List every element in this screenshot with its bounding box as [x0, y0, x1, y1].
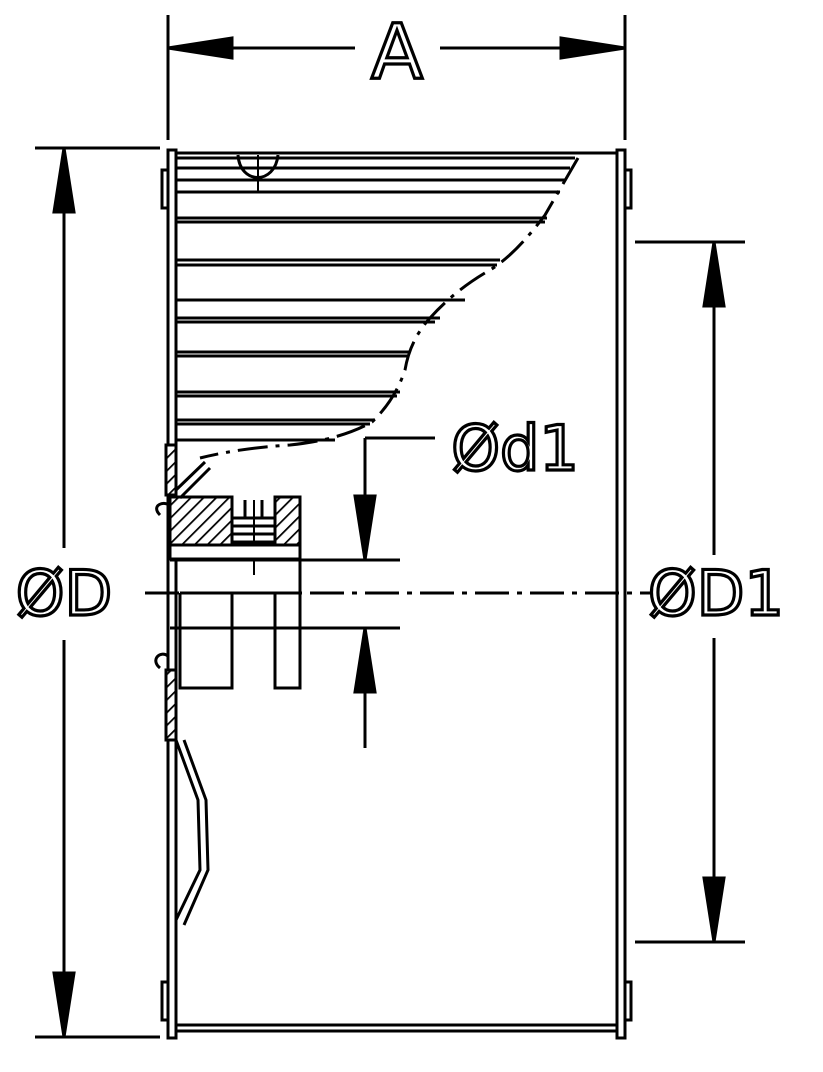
label-outer-diameter: ØD — [16, 557, 113, 630]
dimension-inlet-diameter — [635, 240, 745, 944]
backplate-profile — [174, 739, 210, 926]
dimension-bore-diameter — [300, 436, 435, 748]
hub-hatch-left — [168, 495, 234, 547]
right-ring-lip-bottom — [623, 980, 633, 1022]
fan-blades — [176, 166, 570, 442]
label-a: A — [371, 7, 423, 96]
dimension-a — [166, 15, 627, 140]
dimension-outer-diameter — [35, 146, 160, 1039]
label-bore-diameter: Ød1 — [451, 412, 579, 485]
left-plate-lip-top — [160, 168, 170, 210]
hub-assembly — [154, 443, 400, 742]
label-inlet-diameter: ØD1 — [648, 557, 784, 630]
right-ring-lip-top — [623, 168, 633, 210]
left-plate-lip-bottom — [160, 980, 170, 1022]
section-break-line — [199, 157, 580, 460]
hub-hatch-right — [273, 495, 302, 547]
